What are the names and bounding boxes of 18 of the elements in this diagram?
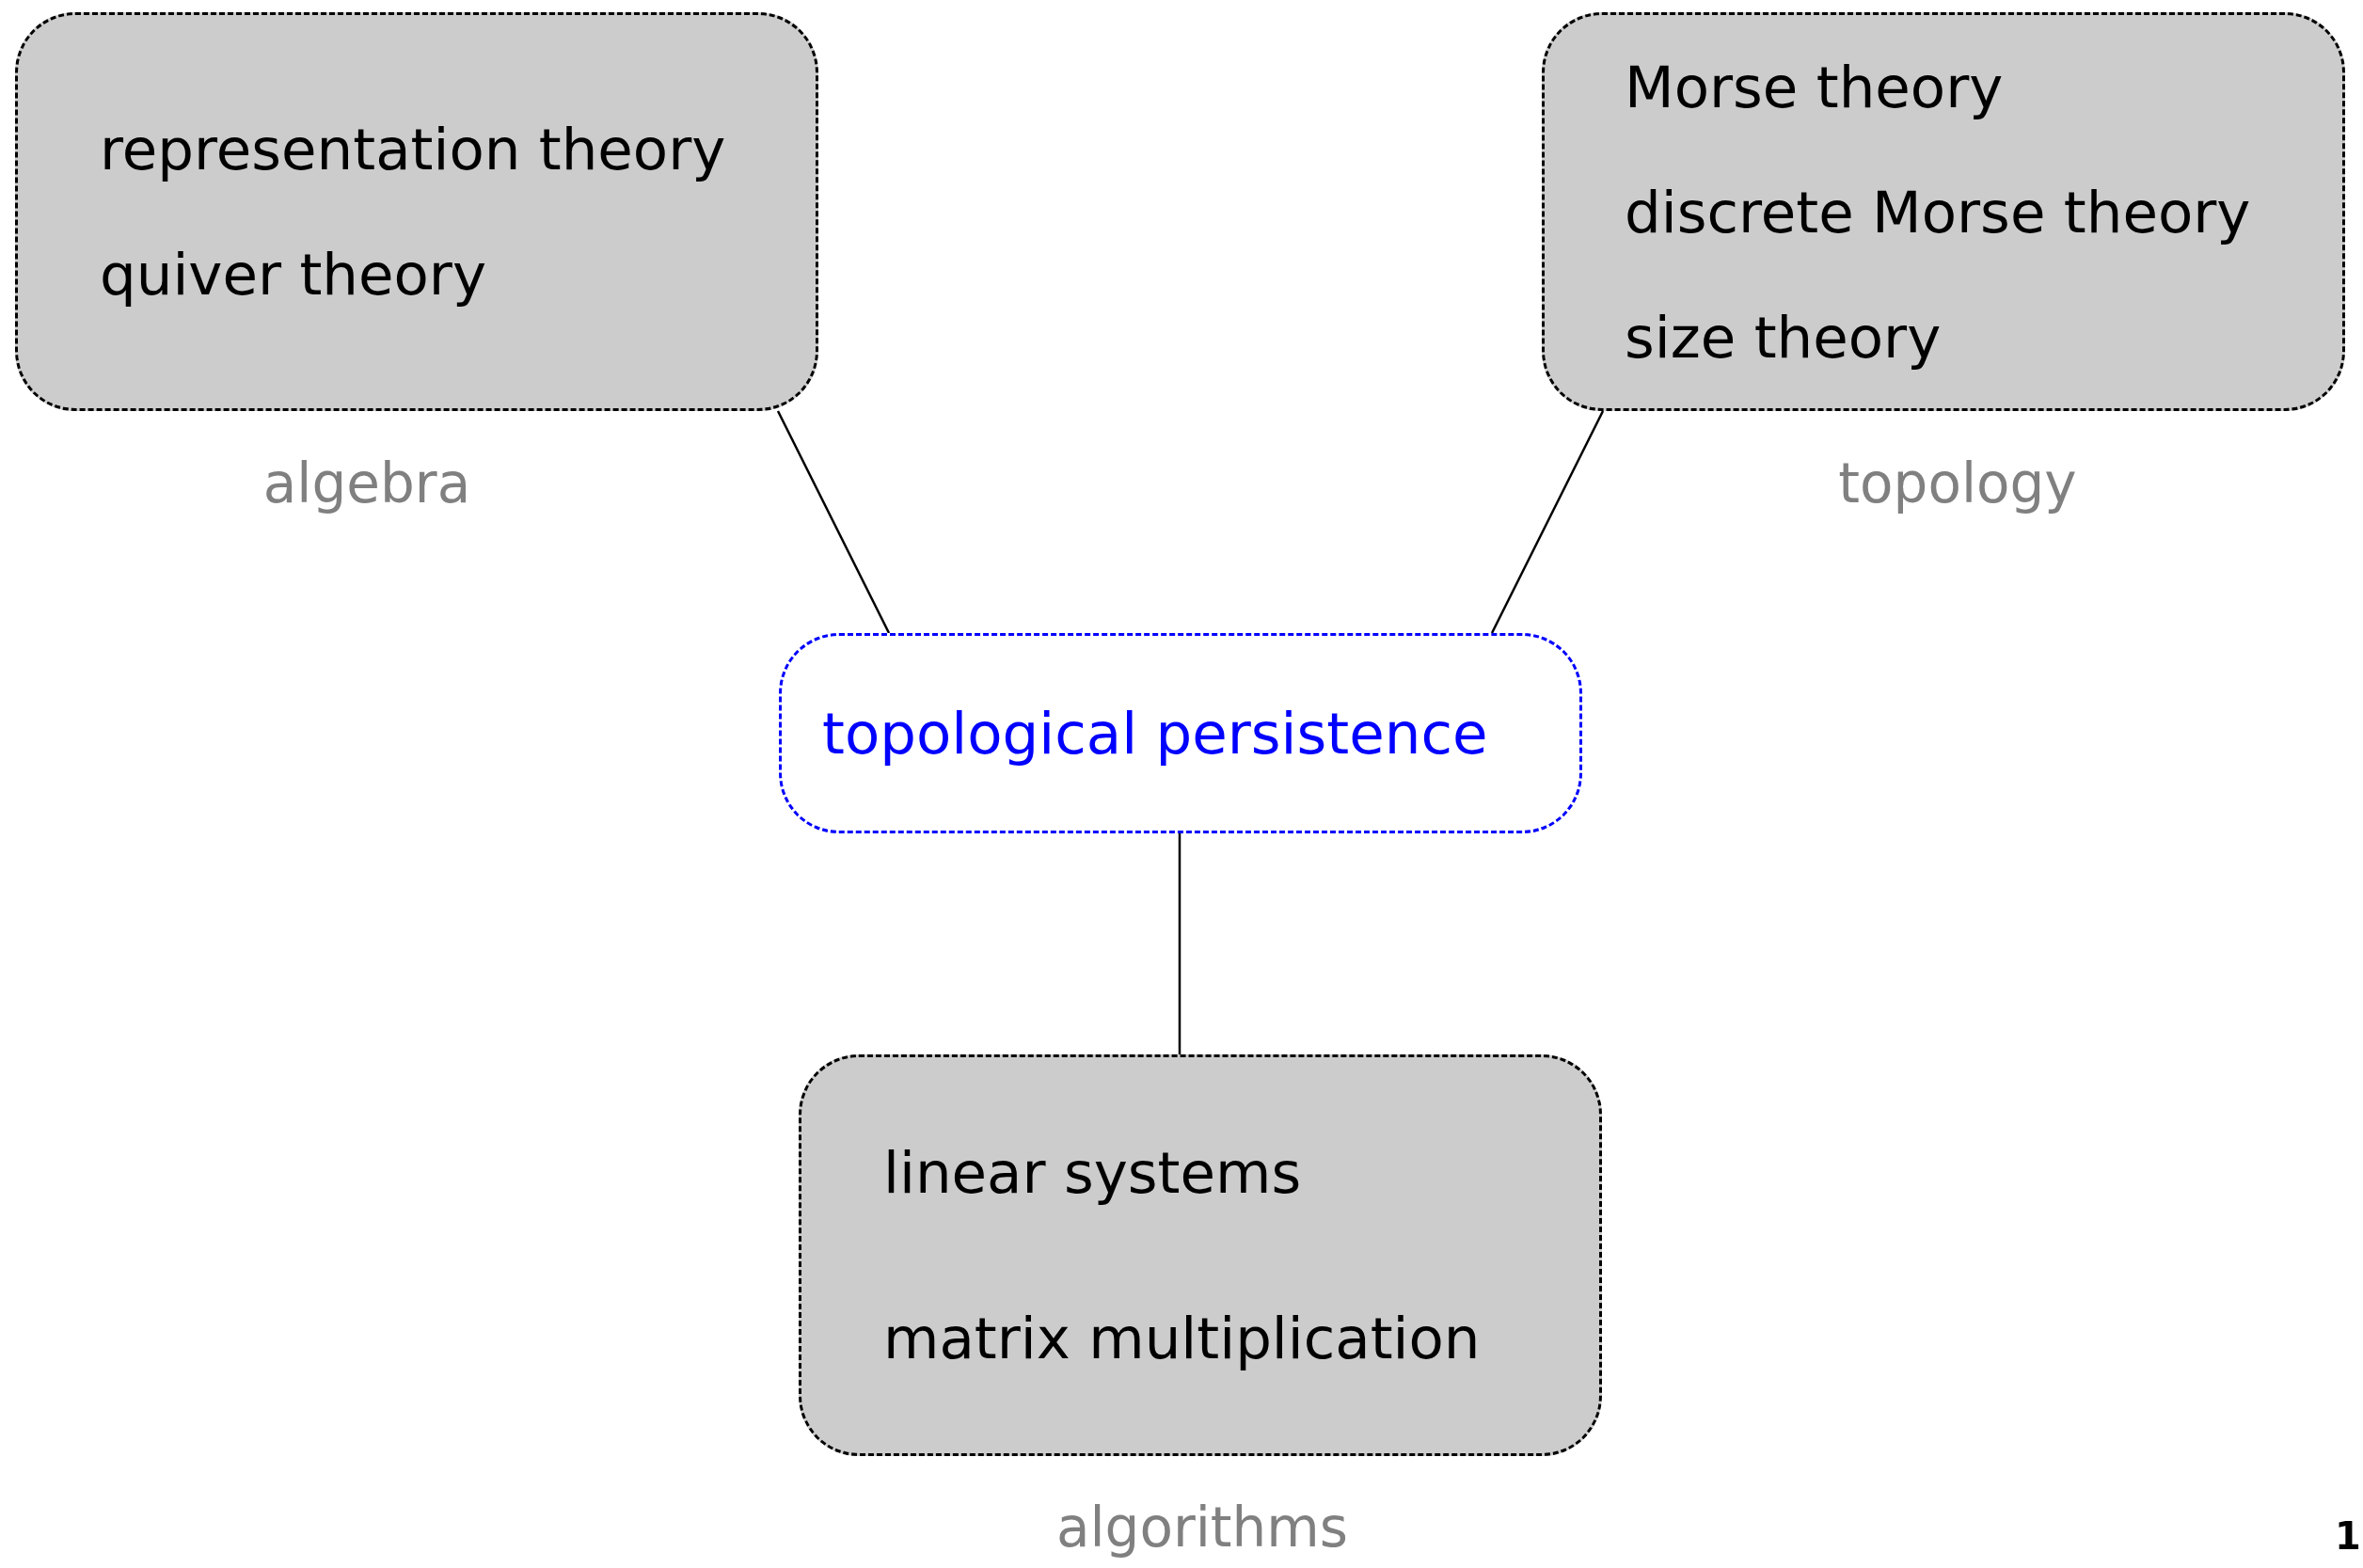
topic-text: topological persistence: [822, 700, 1489, 767]
connector-line: [1490, 410, 1605, 634]
topic-text: size theory: [1625, 303, 1943, 371]
topic-text: matrix multiplication: [883, 1305, 1482, 1371]
page-number: 1: [2335, 1514, 2361, 1558]
connector-line: [1178, 833, 1182, 1054]
topic-text: quiver theory: [100, 241, 488, 308]
topic-text: representation theory: [100, 116, 727, 182]
topic-text: discrete Morse theory: [1625, 178, 2252, 245]
topic-box: [1542, 12, 2345, 411]
area-caption: topology: [1838, 451, 2077, 515]
connector-line: [776, 410, 891, 634]
area-caption: algorithms: [1055, 1496, 1349, 1560]
area-caption: algebra: [262, 451, 471, 515]
topic-text: Morse theory: [1625, 53, 2005, 120]
topic-box: [799, 1054, 1602, 1456]
topic-box: [15, 12, 818, 411]
topic-text: linear systems: [883, 1139, 1303, 1206]
